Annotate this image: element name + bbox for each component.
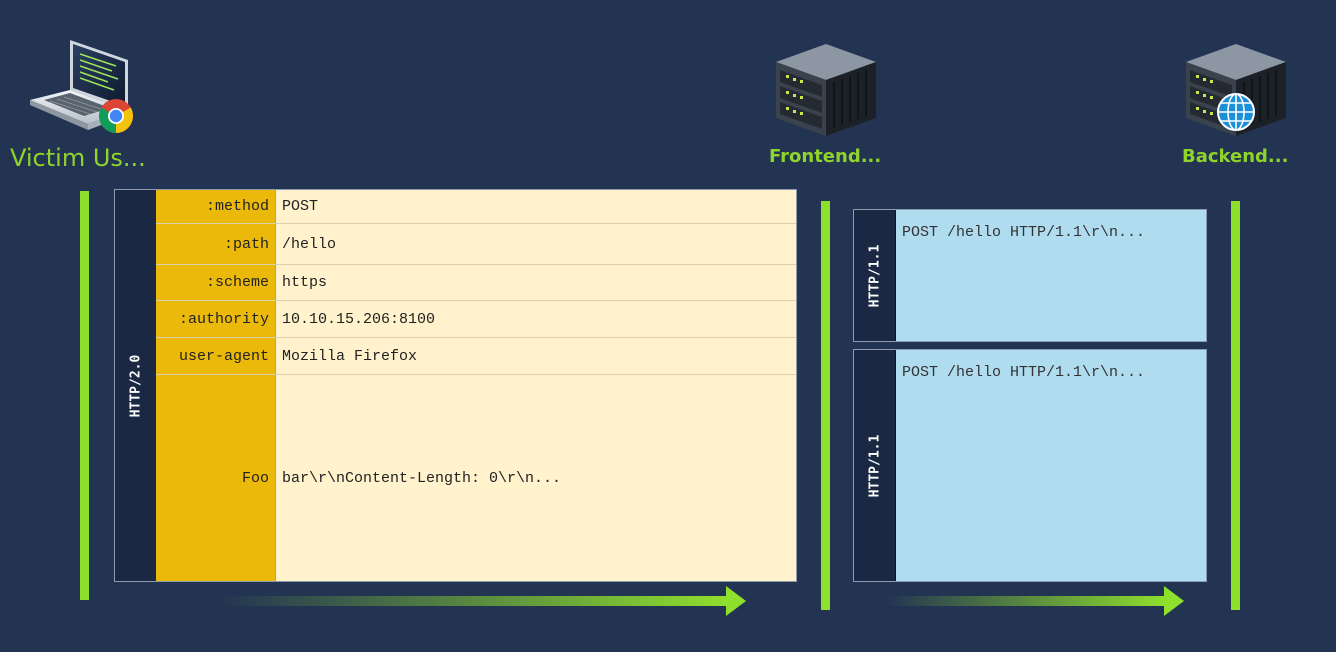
http1-protocol-label: HTTP/1.1 xyxy=(867,244,882,307)
header-value: 10.10.15.206:8100 xyxy=(282,310,436,328)
http1-protocol-bar: HTTP/1.1 xyxy=(854,210,896,341)
backend-label: Backend... xyxy=(1182,146,1289,167)
arrow-to-frontend xyxy=(220,586,746,616)
header-row: :path /hello xyxy=(156,224,796,265)
header-value: bar\r\nContent-Length: 0\r\n... xyxy=(282,469,562,487)
header-value: https xyxy=(282,274,328,291)
server-icon xyxy=(776,44,876,136)
laptop-chrome-icon xyxy=(30,40,133,133)
http1-protocol-bar: HTTP/1.1 xyxy=(854,350,896,581)
http2-protocol-bar: HTTP/2.0 xyxy=(115,190,157,581)
http2-request-frame: HTTP/2.0 :method POST :path /hello :sche… xyxy=(114,189,797,582)
header-name: :path xyxy=(156,224,276,264)
victim-user-label: Victim Us... xyxy=(10,144,146,172)
header-name: :authority xyxy=(156,301,276,337)
header-row: :scheme https xyxy=(156,265,796,301)
frontend-lifeline xyxy=(821,201,830,610)
http1-request-content: POST /hello HTTP/1.1\r\n... xyxy=(902,364,1146,381)
frontend-label: Frontend... xyxy=(769,146,882,167)
victim-lifeline xyxy=(80,191,89,600)
http1-request-frame-1: HTTP/1.1 POST /hello HTTP/1.1\r\n... xyxy=(853,209,1207,342)
http1-protocol-label: HTTP/1.1 xyxy=(867,434,882,497)
http2-protocol-label: HTTP/2.0 xyxy=(128,354,143,417)
http1-request-frame-2: HTTP/1.1 POST /hello HTTP/1.1\r\n... xyxy=(853,349,1207,582)
header-name: :scheme xyxy=(156,265,276,300)
header-name: Foo xyxy=(156,375,276,581)
header-row: :authority 10.10.15.206:8100 xyxy=(156,301,796,338)
header-row: Foo bar\r\nContent-Length: 0\r\n... xyxy=(156,375,796,581)
header-value: Mozilla Firefox xyxy=(282,347,418,365)
header-name: :method xyxy=(156,190,276,223)
header-value: POST xyxy=(282,198,319,215)
backend-lifeline xyxy=(1231,201,1240,610)
header-name: user-agent xyxy=(156,338,276,374)
header-row: :method POST xyxy=(156,190,796,224)
header-value: /hello xyxy=(282,235,337,253)
http1-request-content: POST /hello HTTP/1.1\r\n... xyxy=(902,224,1146,241)
server-globe-icon xyxy=(1186,44,1286,136)
header-row: user-agent Mozilla Firefox xyxy=(156,338,796,375)
arrow-to-backend xyxy=(886,586,1184,616)
